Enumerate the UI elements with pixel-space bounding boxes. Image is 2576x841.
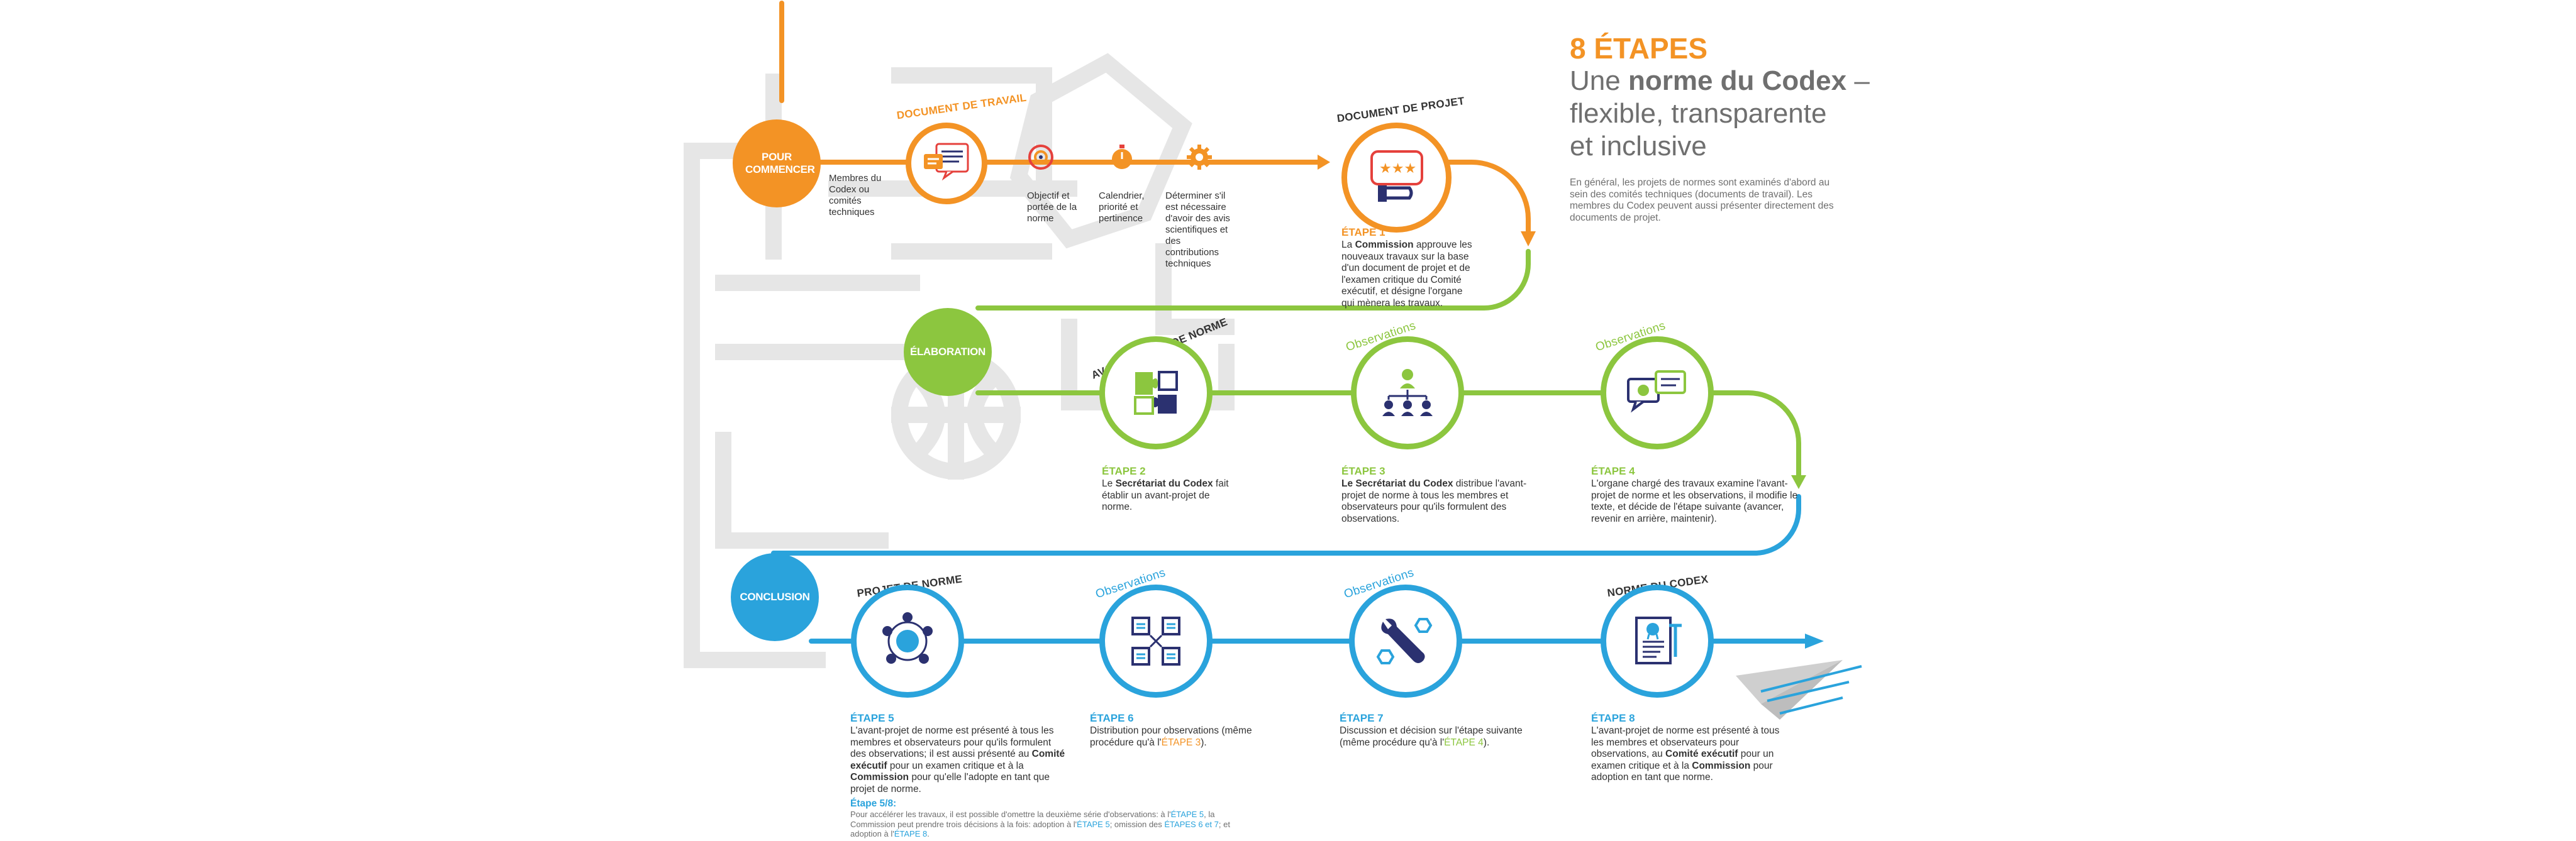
step-4-text: L'organe chargé des travaux examine l'av… — [1591, 478, 1798, 524]
round-table-icon — [882, 612, 933, 664]
step-7-circle — [1349, 585, 1462, 698]
step-4-label: ÉTAPE 4 — [1591, 465, 1635, 477]
title-steps: 8 ÉTAPES — [1570, 32, 1707, 65]
step-5-mid: pour un examen critique et à la — [887, 760, 1024, 771]
step-5b-r2: ÉTAPE 5 — [1077, 819, 1110, 829]
step-8-text: L'avant-projet de norme est présenté à t… — [1591, 725, 1780, 784]
title-intro: En général, les projets de normes sont e… — [1570, 177, 1834, 223]
step-2-text: Le Secrétariat du Codex fait établir un … — [1102, 478, 1237, 514]
phase-conclusion-label: CONCLUSION — [740, 591, 810, 603]
step-8-label: ÉTAPE 8 — [1591, 712, 1635, 724]
title-line-1-bold: norme du Codex — [1628, 65, 1847, 96]
title-line-1-post: – — [1846, 65, 1870, 96]
step-8-pre: L'avant-projet de norme est présenté à t… — [1591, 725, 1780, 759]
step-2-pre: Le — [1102, 478, 1116, 489]
step-8-bold-1: Comité exécutif — [1665, 749, 1738, 759]
step-5-circle — [851, 585, 964, 698]
step-5-label: ÉTAPE 5 — [850, 712, 894, 724]
title-line-1-pre: Une — [1570, 65, 1628, 96]
step-5b-label: Étape 5/8: — [850, 798, 897, 809]
step-8-post: pour adoption en tant que norme. — [1591, 760, 1773, 783]
discussion-gear-icon — [1627, 370, 1686, 413]
step-6-pre: Distribution pour observations (même pro… — [1090, 725, 1252, 748]
step-2-circle — [1099, 336, 1213, 449]
puzzle-icon — [1134, 371, 1178, 415]
step-3-bold: Le Secrétariat du Codex — [1341, 478, 1453, 489]
phase-start: POUR COMMENCER — [733, 119, 821, 207]
step-working-doc-circle — [906, 123, 987, 204]
phase-start-label: POUR COMMENCER — [745, 151, 815, 175]
title-line-2: flexible, transparente — [1570, 98, 1827, 129]
step-5b-t5: . — [927, 829, 930, 838]
step-6-circle — [1099, 585, 1213, 698]
note-calendar: Calendrier, priorité et pertinence — [1099, 190, 1145, 224]
step-7-ref: ÉTAPE 4 — [1444, 737, 1484, 748]
speech-document-icon — [924, 143, 969, 181]
step-3-text: Le Secrétariat du Codex distribue l'avan… — [1341, 478, 1527, 525]
note-members: Membres du Codex ou comités techniques — [829, 173, 882, 217]
phase-elaboration: ÉLABORATION — [904, 308, 992, 396]
step-3-label: ÉTAPE 3 — [1341, 465, 1385, 477]
step-6-text: Distribution pour observations (même pro… — [1090, 725, 1253, 749]
svg-text:★★★: ★★★ — [1379, 161, 1416, 177]
phase-elaboration-label: ÉLABORATION — [909, 346, 986, 358]
rating-speech-icon: ★★★ — [1370, 150, 1423, 202]
step-3-circle — [1351, 336, 1464, 449]
step-6-ref: ÉTAPE 3 — [1161, 737, 1201, 748]
stopwatch-icon — [1112, 145, 1132, 169]
step-1-pre: La — [1341, 239, 1355, 250]
step-1-label: ÉTAPE 1 — [1341, 226, 1385, 238]
gear-icon — [1187, 145, 1212, 170]
step-3-post: distribue l'avant-projet de norme à tous… — [1341, 478, 1527, 524]
step-5-text: L'avant-projet de norme est présenté à t… — [850, 725, 1067, 795]
paper-plane-icon — [1736, 660, 1862, 720]
step-5-bold-1: Comité exécutif — [850, 749, 1065, 771]
step-1-bold: Commission — [1355, 239, 1414, 250]
step-5b-t3: ; omission des — [1109, 819, 1165, 829]
step-5b-t1: Pour accélérer les travaux, il est possi… — [850, 810, 1171, 819]
step-1-post: approuve les nouveaux travaux sur la bas… — [1341, 239, 1472, 309]
wrench-bolts-icon — [1376, 618, 1433, 664]
title-line-3: et inclusive — [1570, 131, 1707, 162]
step-4-circle — [1601, 336, 1714, 449]
step-8-bold-2: Commission — [1692, 760, 1751, 771]
phase-conclusion: CONCLUSION — [731, 553, 819, 641]
step-5-pre: L'avant-projet de norme est présenté à t… — [850, 725, 1054, 759]
step-5b-text: Pour accélérer les travaux, il est possi… — [850, 810, 1240, 839]
step-5b-r3: ÉTAPES 6 et 7 — [1164, 819, 1219, 829]
step-5b-t2: , la Commission peut prendre trois décis… — [850, 810, 1215, 829]
distribution-icon — [1131, 617, 1180, 666]
note-objective: Objectif et portée de la norme — [1027, 190, 1077, 224]
certificate-icon — [1635, 617, 1682, 664]
step-2-label: ÉTAPE 2 — [1102, 465, 1146, 477]
step-6-label: ÉTAPE 6 — [1090, 712, 1134, 724]
step-5b-r1: ÉTAPE 5 — [1170, 810, 1204, 819]
step-5-bold-2: Commission — [850, 772, 909, 783]
step-project-doc-circle: ★★★ — [1341, 123, 1452, 233]
step-1-text: La Commission approuve les nouveaux trav… — [1341, 239, 1477, 309]
step-2-post: fait établir un avant-projet de norme. — [1102, 478, 1229, 512]
people-network-icon — [1382, 369, 1433, 416]
note-determine: Déterminer s'il est nécessaire d'avoir d… — [1165, 190, 1230, 269]
step-5b-t4: ; et adoption à l' — [850, 819, 1230, 839]
step-7-pre: Discussion et décision sur l'étape suiva… — [1340, 725, 1523, 748]
step-5-post: pour qu'elle l'adopte en tant que projet… — [850, 772, 1050, 794]
title-line-1: Une norme du Codex – — [1570, 65, 1870, 97]
step-6-post: ). — [1201, 737, 1207, 748]
step-7-text: Discussion et décision sur l'étape suiva… — [1340, 725, 1547, 749]
step-7-post: ). — [1483, 737, 1490, 748]
step-5b-r4: ÉTAPE 8 — [894, 829, 928, 838]
step-8-mid: pour un examen critique et à la — [1591, 749, 1774, 771]
step-7-label: ÉTAPE 7 — [1340, 712, 1384, 724]
step-8-circle — [1601, 585, 1714, 698]
target-icon — [1028, 145, 1053, 170]
step-2-bold: Secrétariat du Codex — [1115, 478, 1213, 489]
